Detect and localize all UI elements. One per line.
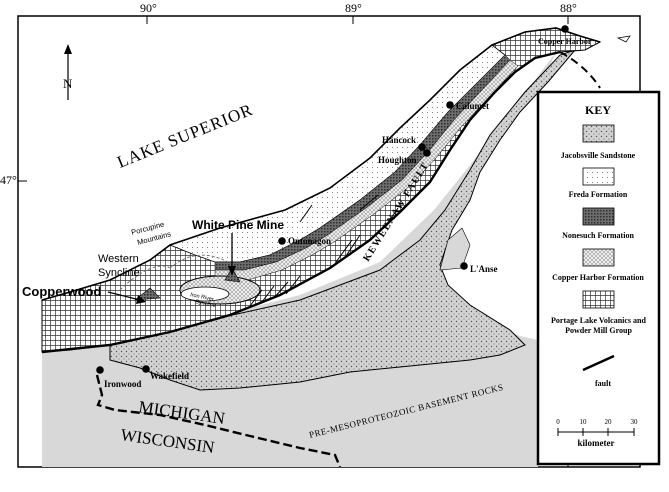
coastline	[41, 27, 601, 301]
key-swatch-portage-lake	[582, 290, 615, 309]
scale-bar	[557, 428, 635, 436]
white-pine-label: White Pine Mine	[192, 218, 284, 232]
copperwood-arrow	[107, 291, 141, 301]
key-swatch-copper-harbor	[582, 248, 615, 267]
iron-river-label-1: Iron River	[190, 292, 215, 303]
white-pine-nonesuch	[224, 267, 241, 283]
copper-harbor-formation-band	[214, 59, 519, 283]
key-swatch-fault	[582, 354, 615, 372]
keweenaw-bay-land	[439, 227, 471, 271]
iron-river-label-2: Syncline	[195, 299, 217, 309]
town-ironwood: Ironwood	[104, 379, 141, 389]
scale-tick-30: 30	[631, 418, 639, 426]
town-calumet: Calumet	[456, 101, 489, 111]
key-box	[536, 90, 661, 466]
town-wakefield: Wakefield	[150, 371, 189, 381]
porcupine-outline	[169, 254, 229, 269]
western-syncline-label-1: Western	[98, 253, 139, 265]
white-pine-arrowhead	[228, 266, 236, 276]
key-label-copper-harbor: Copper Harbor Formation	[552, 273, 644, 282]
map-key: KEY Jacobsville Sandstone Freda Formatio…	[536, 90, 661, 466]
key-swatch-jacobsville	[582, 124, 615, 143]
copperwood-label: Copperwood	[22, 284, 101, 299]
key-swatch-nonesuch	[582, 207, 615, 226]
keweenaw-fault-line	[41, 50, 561, 354]
key-swatch-freda	[582, 167, 615, 186]
north-arrow	[64, 44, 72, 100]
scale-tick-20: 20	[605, 418, 613, 426]
island	[616, 35, 631, 43]
town-copper-harbor: Copper Harbor	[538, 37, 592, 46]
town-ontonagon: Ontonagon	[288, 236, 331, 246]
lon-label-88: 88°	[560, 1, 577, 15]
lat-label-47: 47°	[0, 173, 17, 187]
copperwood-arrowhead	[136, 295, 146, 304]
key-label-portage-lake: Portage Lake Volcanics and Powder Mill G…	[551, 316, 646, 335]
key-label-jacobsville: Jacobsville Sandstone	[561, 151, 636, 160]
iron-river-syncline-inner	[180, 286, 230, 302]
key-title: KEY	[585, 103, 611, 117]
key-label-fault: fault	[595, 379, 611, 388]
north-label: N	[63, 76, 73, 91]
lon-label-90: 90°	[140, 1, 157, 15]
western-syncline-outline	[119, 265, 171, 291]
copperwood-nonesuch	[134, 287, 161, 301]
western-syncline-label-2: Syncline	[98, 267, 140, 279]
scale-tick-10: 10	[580, 418, 588, 426]
town-hancock: Hancock	[382, 135, 416, 145]
lon-label-89: 89°	[345, 1, 362, 15]
town-lanse: L'Anse	[470, 264, 498, 274]
key-label-freda: Freda Formation	[569, 190, 628, 199]
jacobsville-sandstone-area	[109, 48, 577, 391]
town-markers	[96, 25, 569, 374]
key-label-portage-wrap: Portage Lake Volcanics and Powder Mill G…	[551, 316, 646, 335]
key-label-nonesuch: Nonesuch Formation	[562, 231, 634, 240]
fault-extension-east	[559, 51, 601, 89]
town-houghton: Houghton	[378, 155, 417, 165]
state-boundary	[95, 374, 342, 468]
scale-tick-0: 0	[556, 418, 560, 426]
scale-unit: kilometer	[578, 438, 615, 448]
